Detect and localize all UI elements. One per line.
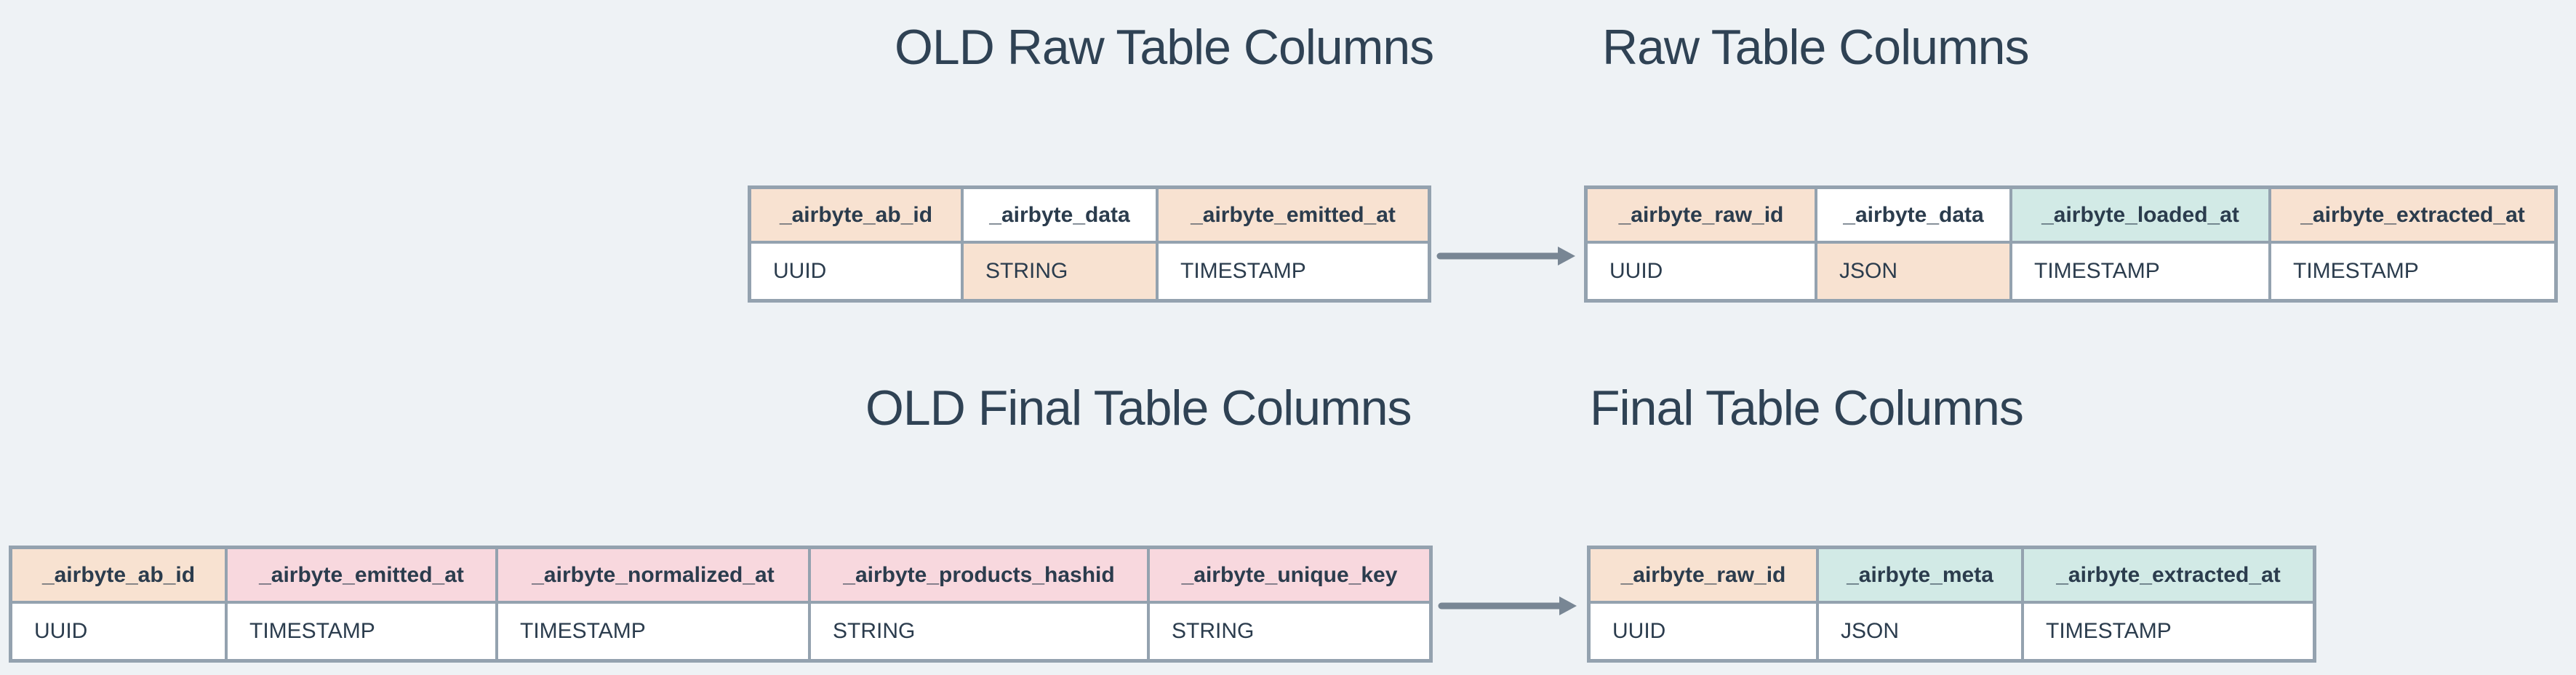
column-type-cell: TIMESTAMP — [1159, 244, 1428, 299]
column-name-cell: _airbyte_emitted_at — [228, 549, 495, 604]
column-name-cell: _airbyte_unique_key — [1150, 549, 1429, 604]
column-type-cell: TIMESTAMP — [228, 604, 495, 659]
column-type-cell: UUID — [751, 244, 961, 299]
column-type-cell: TIMESTAMP — [2271, 244, 2554, 299]
column-type-cell: UUID — [1588, 244, 1815, 299]
column-name-cell: _airbyte_raw_id — [1588, 189, 1815, 244]
column-type-cell: STRING — [1150, 604, 1429, 659]
old-final-table-title: OLD Final Table Columns — [865, 380, 1412, 436]
raw-table-title: Raw Table Columns — [1602, 20, 2029, 75]
column-type-cell: TIMESTAMP — [2012, 244, 2268, 299]
column-type-cell: JSON — [1819, 604, 2021, 659]
column-name-cell: _airbyte_meta — [1819, 549, 2021, 604]
final-migration-arrow — [1438, 596, 1577, 615]
column-name-cell: _airbyte_data — [964, 189, 1156, 244]
column-type-cell: UUID — [1591, 604, 1816, 659]
raw-migration-arrow — [1436, 247, 1575, 265]
column-type-cell: UUID — [12, 604, 225, 659]
column-name-cell: _airbyte_raw_id — [1591, 549, 1816, 604]
column-name-cell: _airbyte_emitted_at — [1159, 189, 1428, 244]
column-type-cell: TIMESTAMP — [2024, 604, 2313, 659]
column-name-cell: _airbyte_normalized_at — [498, 549, 808, 604]
column-name-cell: _airbyte_ab_id — [751, 189, 961, 244]
column-name-cell: _airbyte_data — [1817, 189, 2009, 244]
column-type-cell: JSON — [1817, 244, 2009, 299]
column-name-cell: _airbyte_loaded_at — [2012, 189, 2268, 244]
column-name-cell: _airbyte_extracted_at — [2024, 549, 2313, 604]
old-raw-table-title: OLD Raw Table Columns — [895, 20, 1434, 75]
column-type-cell: STRING — [964, 244, 1156, 299]
column-type-cell: STRING — [811, 604, 1147, 659]
final-table-title: Final Table Columns — [1590, 380, 2024, 436]
column-name-cell: _airbyte_products_hashid — [811, 549, 1147, 604]
column-type-cell: TIMESTAMP — [498, 604, 808, 659]
column-name-cell: _airbyte_extracted_at — [2271, 189, 2554, 244]
column-name-cell: _airbyte_ab_id — [12, 549, 225, 604]
